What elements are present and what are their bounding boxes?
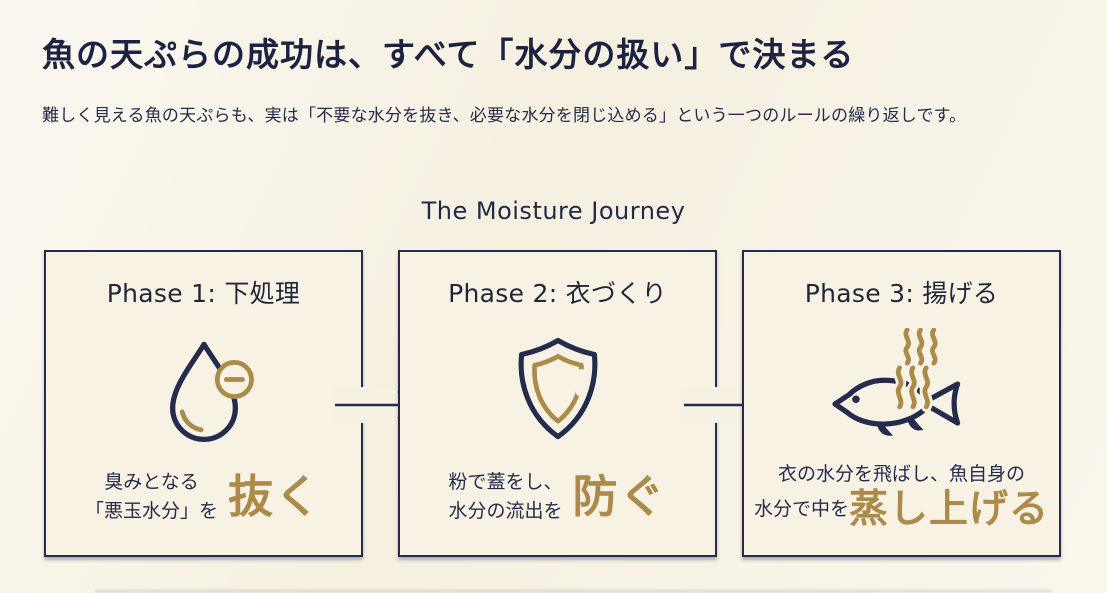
page-subtitle: 難しく見える魚の天ぷらも、実は「不要な水分を抜き、必要な水分を閉じ込める」という… bbox=[42, 106, 967, 126]
phase-1-title: Phase 1: 下処理 bbox=[106, 279, 301, 308]
next-section-edge bbox=[95, 590, 1052, 592]
phase-1-description: 臭みとなる 「悪玉水分」を bbox=[84, 471, 218, 522]
phase-2-card: Phase 2: 衣づくり 粉で蓋をし、 水分の流出を 防ぐ bbox=[398, 250, 717, 557]
page-title: 魚の天ぷらの成功は、すべて「水分の扱い」で決まる bbox=[42, 35, 855, 74]
phase-3-description-line2: 水分で中を bbox=[753, 498, 849, 521]
phase-1-card: Phase 1: 下処理 臭みとなる 「悪玉水分」を 抜く bbox=[44, 250, 363, 557]
phase-3-description-line1: 衣の水分を飛ばし、魚自身の bbox=[777, 462, 1025, 485]
steaming-fish-icon bbox=[823, 310, 981, 460]
phase-3-title: Phase 3: 揚げる bbox=[804, 279, 999, 308]
phase-3-action-word: 蒸し上げる bbox=[849, 487, 1050, 532]
phase-1-action-word: 抜く bbox=[228, 470, 323, 523]
shield-icon bbox=[502, 310, 614, 468]
section-title: The Moisture Journey bbox=[421, 197, 686, 225]
water-drop-minus-icon bbox=[146, 310, 262, 468]
phase-3-card: Phase 3: 揚げる bbox=[742, 250, 1061, 557]
phase-2-description: 粉で蓋をし、 水分の流出を bbox=[448, 471, 563, 522]
phase-2-action-word: 防ぐ bbox=[572, 470, 667, 523]
phase-2-title: Phase 2: 衣づくり bbox=[448, 279, 667, 308]
